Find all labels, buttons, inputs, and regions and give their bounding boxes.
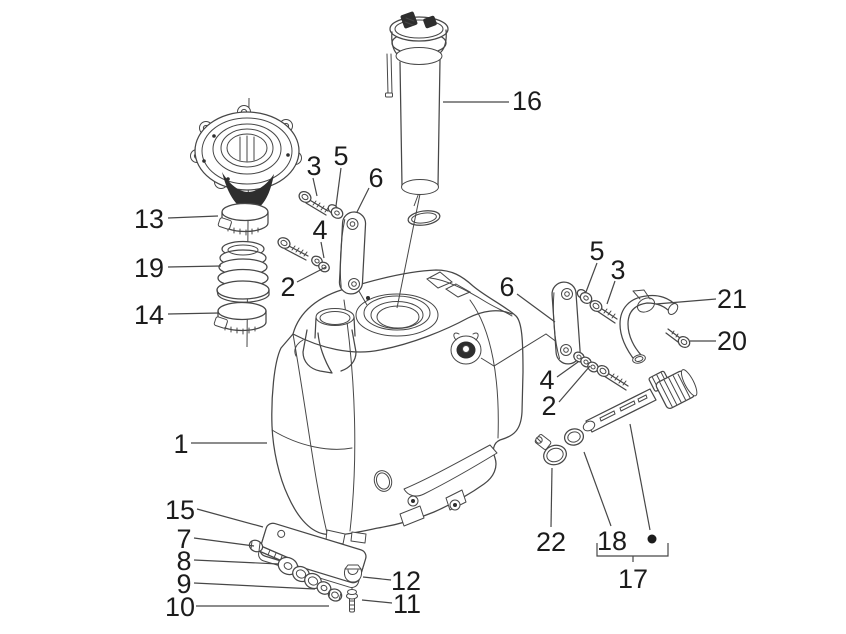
callout-14: 14 <box>134 300 220 330</box>
part-screw-20 <box>665 328 691 348</box>
callout-label-12: 12 <box>391 566 421 596</box>
part-oring-18 <box>563 428 585 446</box>
callout-label-13: 13 <box>134 204 164 234</box>
part-nut-10 <box>327 588 343 602</box>
callout-label-18: 18 <box>597 526 627 556</box>
callout-label-21: 21 <box>717 284 747 314</box>
part-clip-21 <box>632 289 656 313</box>
part-screw-2-right <box>596 364 629 391</box>
part-screw-11 <box>346 589 358 613</box>
callout-8: 8 <box>176 546 280 576</box>
callout-13: 13 <box>134 204 219 234</box>
callout-label-4-right: 4 <box>539 365 554 395</box>
callout-label-22: 22 <box>536 527 566 557</box>
part-fuel-tank-1 <box>271 269 524 545</box>
callout-label-6-left: 6 <box>368 163 383 193</box>
part-screw-3-right <box>589 299 618 324</box>
part-fuel-tap <box>582 369 698 433</box>
callout-label-10: 10 <box>165 592 195 622</box>
callout-2-right: 2 <box>541 365 591 421</box>
callout-22: 22 <box>536 467 566 557</box>
callout-label-14: 14 <box>134 300 164 330</box>
part-washer-5-left <box>327 204 344 219</box>
callout-label-15: 15 <box>165 495 195 525</box>
part-filler-flange <box>190 105 302 214</box>
callout-5-left: 5 <box>333 141 349 207</box>
part-clamp-22 <box>534 434 567 466</box>
callout-label-4-left: 4 <box>312 215 327 245</box>
callout-label-9: 9 <box>176 569 191 599</box>
part-clamp-13 <box>217 202 269 236</box>
callout-20: 20 <box>690 326 747 356</box>
callout-18: 18 <box>583 451 627 556</box>
callout-label-20: 20 <box>717 326 747 356</box>
part-clamp-14 <box>213 301 267 335</box>
callout-5-right: 5 <box>585 236 605 293</box>
callout-16: 16 <box>443 86 542 116</box>
callout-19: 19 <box>134 253 222 283</box>
callout-label-2-left: 2 <box>280 272 295 302</box>
callout-6-left: 6 <box>356 163 384 213</box>
callout-11: 11 <box>361 589 421 619</box>
part-clip-12 <box>344 564 362 583</box>
callout-9: 9 <box>176 569 316 599</box>
callout-10: 10 <box>165 592 329 622</box>
group-17-dot <box>647 534 657 544</box>
callout-label-11: 11 <box>393 589 421 619</box>
callout-label-5-right: 5 <box>589 236 604 266</box>
callout-label-19: 19 <box>134 253 164 283</box>
callout-4-right: 4 <box>539 361 579 395</box>
callout-7: 7 <box>176 524 255 554</box>
part-bracket-6-right <box>551 281 581 365</box>
part-washer-5-right <box>576 289 593 304</box>
callout-label-16: 16 <box>512 86 542 116</box>
part-bracket-6-left <box>338 211 367 295</box>
callout-label-17: 17 <box>618 564 648 594</box>
callout-3-right: 3 <box>606 255 626 305</box>
callout-label-8: 8 <box>176 546 191 576</box>
callout-21: 21 <box>655 284 747 314</box>
callout-label-1: 1 <box>173 429 188 459</box>
callout-4-left: 4 <box>312 215 328 259</box>
part-washers-2-left <box>311 255 330 273</box>
callout-6-right: 6 <box>499 272 556 323</box>
callout-15: 15 <box>165 495 264 528</box>
part-hose-21 <box>619 294 679 364</box>
callout-label-6-right: 6 <box>499 272 514 302</box>
part-fuel-gauge-16 <box>385 11 449 207</box>
callout-12: 12 <box>362 566 421 596</box>
part-gauge-oring <box>407 210 441 226</box>
part-washers-4-right <box>573 351 599 373</box>
part-screw-3-left <box>298 191 329 216</box>
callout-label-3-right: 3 <box>610 255 625 285</box>
callout-group-17: 17 <box>596 423 669 594</box>
callout-2-left: 2 <box>280 266 327 302</box>
callout-label-3-left: 3 <box>306 151 321 181</box>
callout-label-7: 7 <box>176 524 191 554</box>
callout-label-2-right: 2 <box>541 391 556 421</box>
callout-1: 1 <box>173 429 267 459</box>
callout-3-left: 3 <box>306 151 322 197</box>
part-sleeve-19 <box>216 240 270 303</box>
callout-label-5-left: 5 <box>333 141 348 171</box>
part-screw-4-left <box>277 237 309 261</box>
